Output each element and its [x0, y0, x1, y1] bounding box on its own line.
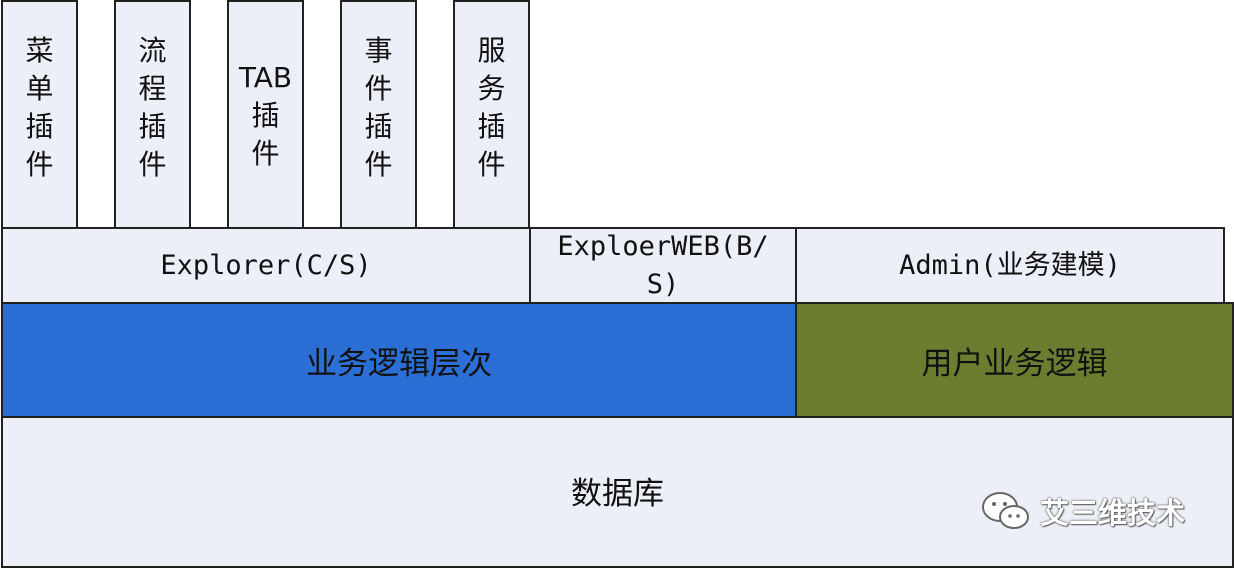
watermark: 艾三维技术 — [980, 489, 1185, 533]
plugin-menu: 菜 单 插 件 — [1, 0, 78, 229]
business-logic-label: 业务逻辑层次 — [306, 345, 492, 382]
admin-label: Admin(业务建模) — [899, 249, 1121, 281]
explorer-cs-box: Explorer(C/S) — [1, 227, 531, 304]
plugin-menu-label: 菜 单 插 件 — [25, 34, 54, 181]
plugin-process: 流 程 插 件 — [114, 0, 191, 229]
user-logic-box: 用户业务逻辑 — [795, 302, 1234, 418]
plugin-service-label: 服 务 插 件 — [477, 34, 506, 181]
plugin-event: 事 件 插 件 — [340, 0, 417, 229]
business-logic-box: 业务逻辑层次 — [1, 302, 797, 418]
database-box: 数据库 — [1, 416, 1234, 568]
database-label: 数据库 — [571, 476, 664, 512]
explorer-web-box: ExploerWEB(B/ S) — [529, 227, 797, 304]
explorer-cs-label: Explorer(C/S) — [160, 249, 372, 281]
plugin-tab-label: TAB 插 件 — [238, 61, 293, 170]
wechat-icon — [982, 492, 1029, 529]
explorer-web-label: ExploerWEB(B/ S) — [557, 230, 769, 300]
plugin-service: 服 务 插 件 — [453, 0, 530, 229]
plugin-tab: TAB 插 件 — [227, 0, 304, 229]
admin-box: Admin(业务建模) — [795, 227, 1225, 304]
plugin-event-label: 事 件 插 件 — [364, 34, 393, 181]
user-logic-label: 用户业务逻辑 — [921, 345, 1108, 382]
plugin-process-label: 流 程 插 件 — [138, 34, 167, 181]
watermark-text: 艾三维技术 — [1040, 496, 1186, 530]
